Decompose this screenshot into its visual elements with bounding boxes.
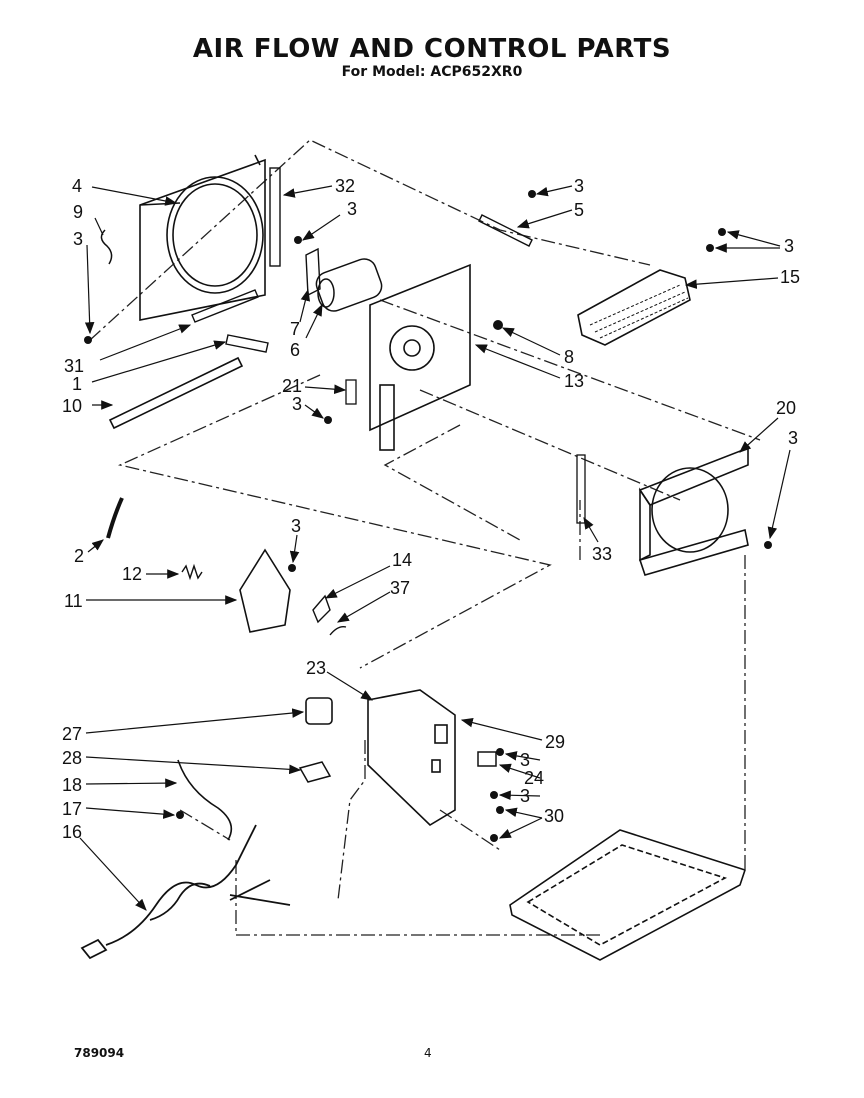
callout-3: 3 xyxy=(73,229,83,249)
strip-part-31 xyxy=(191,289,259,323)
knob-part-24 xyxy=(477,751,497,767)
bracket-part-11 xyxy=(239,548,291,633)
callout-13: 13 xyxy=(564,371,584,391)
callout-3: 3 xyxy=(291,516,301,536)
callout-1: 1 xyxy=(72,374,82,394)
callout-7: 7 xyxy=(290,319,300,339)
callout-9: 9 xyxy=(73,202,83,222)
base-pan xyxy=(509,829,747,961)
callout-37: 37 xyxy=(390,578,410,598)
page-title: AIR FLOW AND CONTROL PARTS xyxy=(192,34,672,64)
callout-labels xyxy=(79,185,791,911)
document-code: 789094 xyxy=(74,1046,125,1060)
spring-part-12 xyxy=(181,563,203,581)
model-subtitle: For Model: ACP652XR0 xyxy=(341,64,523,80)
callout-18: 18 xyxy=(62,775,82,795)
callout-21: 21 xyxy=(282,376,302,396)
callout-30: 30 xyxy=(544,806,564,826)
callout-3: 3 xyxy=(520,786,530,806)
callout-3: 3 xyxy=(292,394,302,414)
callout-32: 32 xyxy=(335,176,355,196)
callout-16: 16 xyxy=(62,822,82,842)
clip-part-9 xyxy=(100,229,113,265)
control-panel-part-29 xyxy=(367,689,456,827)
callout-3: 3 xyxy=(574,176,584,196)
bracket-part-33 xyxy=(576,454,586,524)
callout-3: 3 xyxy=(784,236,794,256)
callout-5: 5 xyxy=(574,200,584,220)
gasket-part-1 xyxy=(225,334,269,353)
callout-3: 3 xyxy=(520,750,530,770)
callout-20: 20 xyxy=(776,398,796,418)
assembly-lines xyxy=(89,139,761,936)
callout-14: 14 xyxy=(392,550,412,570)
callout-numbers: 4 9 3 31 1 10 32 3 7 6 21 3 3 5 3 15 8 1… xyxy=(62,176,800,842)
power-cord-part-16 xyxy=(80,824,291,960)
fan-shroud-part-4 xyxy=(139,154,266,321)
bracket-part-7 xyxy=(305,247,321,297)
fan-housing-part-20 xyxy=(638,446,749,576)
screws xyxy=(84,190,772,842)
callout-23: 23 xyxy=(306,658,326,678)
callout-15: 15 xyxy=(780,267,800,287)
bracket-part-21 xyxy=(345,379,357,405)
callout-3: 3 xyxy=(347,199,357,219)
callout-29: 29 xyxy=(545,732,565,752)
capacitor-part-6 xyxy=(315,258,383,312)
callout-4: 4 xyxy=(72,176,82,196)
callout-8: 8 xyxy=(564,347,574,367)
switch-part-27 xyxy=(305,697,333,725)
callout-27: 27 xyxy=(62,724,82,744)
tube-part-2 xyxy=(106,497,124,539)
motor-bracket-part-13 xyxy=(369,263,471,451)
page-number: 4 xyxy=(424,1046,432,1060)
callout-11: 11 xyxy=(64,591,83,611)
clip-part-14 xyxy=(312,594,331,624)
callout-24: 24 xyxy=(524,768,544,788)
callout-6: 6 xyxy=(290,340,300,360)
foam-strip-part-32 xyxy=(269,167,281,267)
bar-part-5 xyxy=(478,214,533,247)
callout-33: 33 xyxy=(592,544,612,564)
callout-17: 17 xyxy=(62,799,82,819)
callout-10: 10 xyxy=(62,396,82,416)
callout-3: 3 xyxy=(788,428,798,448)
callout-2: 2 xyxy=(74,546,84,566)
callout-31: 31 xyxy=(64,356,84,376)
strip-part-10 xyxy=(108,356,244,430)
callout-12: 12 xyxy=(122,564,142,584)
wire-part-37 xyxy=(329,625,347,636)
connector-part-28 xyxy=(298,761,332,783)
wire-part-18 xyxy=(177,759,233,841)
grille-part-15 xyxy=(577,269,691,346)
callout-28: 28 xyxy=(62,748,82,768)
